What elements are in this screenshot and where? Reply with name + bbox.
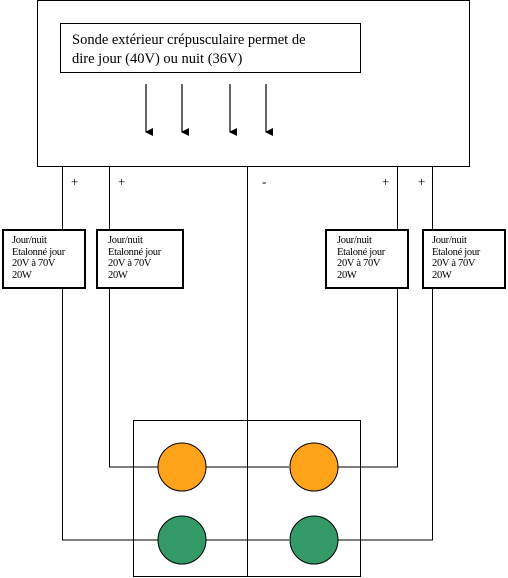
wire-right-outer bbox=[338, 167, 433, 541]
module-box-4 bbox=[422, 229, 506, 289]
module-line: Jour/nuit bbox=[12, 235, 47, 246]
lamp-night-left bbox=[157, 515, 207, 565]
wire-left-outer bbox=[62, 167, 158, 541]
module-line: Jour/nuit bbox=[337, 235, 372, 246]
module-line: 20V à 70V bbox=[108, 258, 152, 269]
module-line: 20W bbox=[337, 269, 357, 281]
terminal-sign-left-inner: + bbox=[118, 174, 126, 189]
module-line: Jour/nuit bbox=[432, 235, 467, 246]
terminal-sign-right-inner: + bbox=[382, 174, 390, 189]
lamp-night-right bbox=[289, 515, 339, 565]
module-line: Etaloné jour bbox=[432, 246, 481, 258]
module-line: 20W bbox=[432, 269, 452, 281]
module-line: 20W bbox=[12, 269, 32, 281]
module-box-1 bbox=[2, 229, 86, 289]
module-line: 20V à 70V bbox=[337, 258, 381, 269]
wires bbox=[62, 167, 433, 577]
module-label-3: Jour/nuit Etaloné jour 20V à 70V 20W bbox=[337, 235, 385, 281]
module-line: Etaloné jour bbox=[337, 246, 386, 258]
lamp-day-left bbox=[157, 442, 207, 492]
module-box-2 bbox=[96, 229, 184, 289]
terminal-sign-common: - bbox=[262, 174, 267, 189]
sensor-caption-line2: dire jour (40V) ou nuit (36V) bbox=[72, 51, 243, 67]
lamp-day-right bbox=[289, 442, 339, 492]
module-label-2: Jour/nuit Etalonné jour 20V à 70V 20W bbox=[108, 235, 161, 281]
wire-right-inner bbox=[338, 167, 398, 468]
module-line: Etalonné jour bbox=[12, 246, 65, 258]
signal-arrows bbox=[145, 84, 273, 136]
module-line: 20V à 70V bbox=[432, 258, 476, 269]
sensor-caption-box bbox=[60, 23, 361, 73]
module-box-3 bbox=[325, 229, 409, 289]
sensor-caption: Sonde extérieur crépusculaire permet de … bbox=[72, 31, 306, 69]
sensor-caption-line1: Sonde extérieur crépusculaire permet de bbox=[72, 32, 306, 48]
module-label-4: Jour/nuit Etaloné jour 20V à 70V 20W bbox=[432, 235, 480, 281]
module-line: Etalonné jour bbox=[108, 246, 161, 258]
terminal-sign-left-outer: + bbox=[71, 174, 79, 189]
modules bbox=[2, 229, 506, 289]
terminal-sign-right-outer: + bbox=[418, 174, 426, 189]
lamp-panel bbox=[133, 420, 361, 577]
module-line: 20V à 70V bbox=[12, 258, 56, 269]
lamps bbox=[157, 442, 339, 565]
module-label-1: Jour/nuit Etalonné jour 20V à 70V 20W bbox=[12, 235, 65, 281]
module-line: Jour/nuit bbox=[108, 235, 143, 246]
module-line: 20W bbox=[108, 269, 128, 281]
